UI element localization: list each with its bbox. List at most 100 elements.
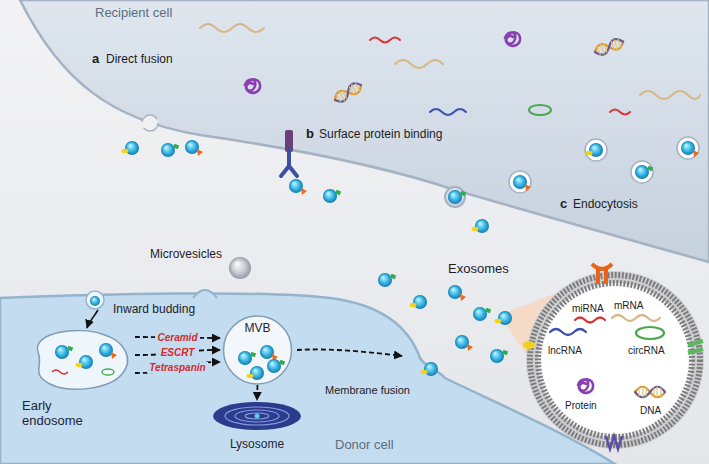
exosome-detail-shape (525, 270, 705, 450)
cargo-name: miRNA (572, 303, 604, 315)
endocytosis (635, 165, 653, 179)
released-exosomes (490, 349, 508, 363)
receptor (281, 150, 297, 176)
organelle-contents (267, 359, 285, 373)
panel-letter: a (92, 52, 99, 67)
organelle-contents (247, 366, 265, 380)
endocytosis (509, 171, 531, 193)
endocytosis (513, 175, 531, 191)
receptor (323, 189, 341, 203)
exosome-cargo (578, 379, 593, 392)
exosome-detail-outline (505, 264, 704, 449)
exosome-cargo (636, 327, 664, 339)
lysosome-core (255, 414, 260, 419)
endocytosis (472, 219, 490, 233)
organelle-contents (55, 345, 73, 359)
cargo-name: DNA (640, 405, 661, 417)
organelle-contents (238, 351, 256, 365)
endocytosis (681, 141, 699, 157)
lysosome-ring (235, 410, 279, 422)
released-exosomes (378, 273, 512, 376)
lysosome-ring (245, 413, 269, 419)
exosome-detail: miRNAmRNAlncRNAcircRNAProteinDNA (525, 270, 705, 450)
exosome-cargo (635, 387, 665, 398)
pathway-label: Ceramid (155, 332, 199, 344)
recipient-contents (332, 80, 363, 104)
early-endosome-outline (37, 331, 127, 390)
released-exosomes (421, 362, 439, 376)
direct-fusion (185, 140, 203, 156)
direct-fusion (142, 115, 158, 131)
membrane-protein (606, 436, 622, 449)
donor-membrane-events (87, 310, 98, 328)
cargo-name: mRNA (614, 300, 643, 312)
endocytosis (445, 137, 699, 233)
receptor (289, 179, 307, 195)
recipient-contents (200, 24, 264, 32)
membrane-protein (592, 264, 612, 269)
vesicle-name: Exosomes (448, 262, 509, 277)
pathway-arrow (256, 385, 258, 400)
endocytosis (677, 137, 699, 159)
cargo-name: Protein (565, 400, 597, 412)
cell-membrane (20, 0, 709, 262)
direct-fusion (122, 141, 140, 155)
lipid-bilayer (538, 283, 692, 437)
direct-fusion (161, 143, 179, 157)
connector-layer (135, 337, 258, 400)
lipid-bilayer (530, 275, 700, 445)
organelle-name: MVB (244, 322, 270, 336)
donor-membrane-events (229, 257, 251, 279)
pathway-label: Tetraspanin (147, 362, 207, 374)
lysosome-ring (225, 407, 289, 425)
organelle-contents (260, 345, 278, 361)
exosome-cargo (612, 315, 660, 321)
recipient-contents (430, 109, 466, 115)
cell-name: Donor cell (335, 438, 394, 453)
donor-membrane-events (193, 290, 217, 298)
recipient-contents (529, 105, 551, 115)
endocytosis (585, 139, 607, 161)
recipient-contents (370, 38, 400, 43)
organelle-contents (99, 343, 117, 359)
pathway-arrow (135, 362, 220, 373)
exosome-cargo (550, 329, 586, 335)
organelle-name: Early endosome (22, 399, 102, 429)
panel-letter: b (306, 127, 314, 142)
organelle-contents (76, 355, 94, 369)
organelle-contents (52, 370, 68, 374)
lysosome-outline (213, 402, 301, 430)
cell-name: Recipient cell (95, 6, 172, 21)
exosome-cargo (575, 318, 605, 323)
cargo-name: circRNA (628, 345, 665, 357)
released-exosomes (495, 311, 513, 325)
released-exosomes (448, 285, 466, 301)
endocytosis (445, 187, 465, 207)
released-exosomes (410, 295, 428, 309)
endocytosis (631, 161, 653, 183)
pathway-name: Surface protein binding (319, 128, 442, 142)
recipient-contents (593, 37, 625, 57)
vesicle-name: Microvesicles (150, 248, 222, 262)
pathway-name: Direct fusion (106, 53, 173, 67)
panel-letter: c (560, 197, 567, 212)
recipient-contents (200, 24, 700, 115)
released-exosomes (473, 307, 491, 321)
direct-fusion (122, 115, 204, 157)
donor-membrane-events (297, 349, 402, 356)
receptor (285, 130, 293, 152)
early-endosome: Early endosome (15, 325, 135, 435)
lysosome-body (213, 402, 301, 430)
organelle-name: Lysosome (230, 438, 284, 452)
membrane-protein (523, 341, 535, 349)
endocytosis (586, 143, 604, 157)
process-name: Membrane fusion (325, 384, 410, 397)
exosome-lumen (542, 287, 688, 433)
exosome-cargo (550, 315, 665, 397)
donor-membrane-events (86, 291, 104, 309)
donor-membrane-events (90, 296, 100, 306)
organelle-contents (52, 343, 285, 380)
